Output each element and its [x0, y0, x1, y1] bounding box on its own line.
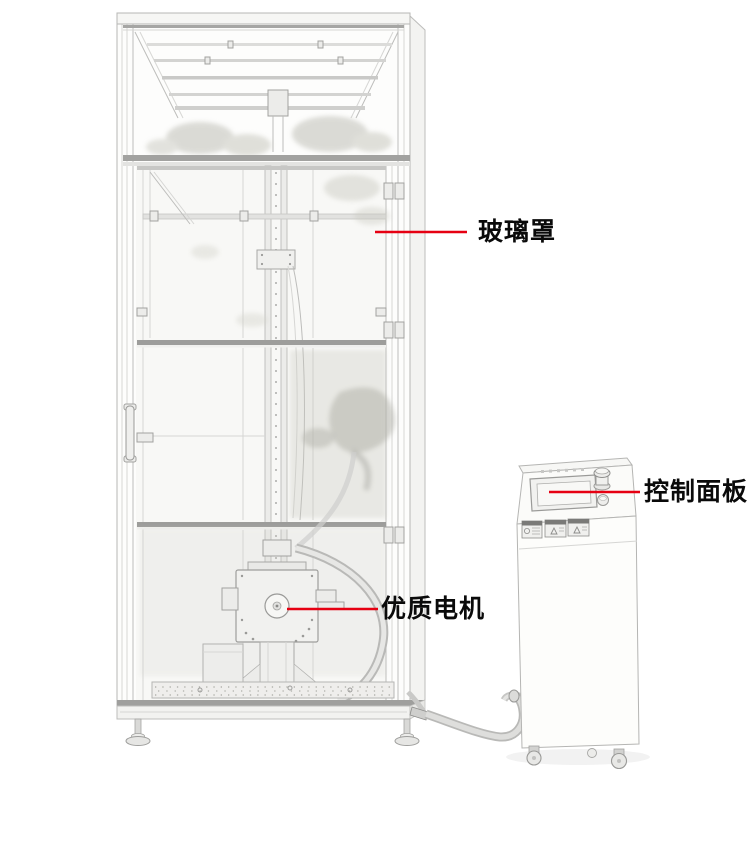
label-quality-motor: 优质电机 — [381, 594, 486, 623]
lower-door-section — [140, 451, 395, 705]
middle-door-section — [123, 348, 395, 520]
roof-frame — [123, 31, 410, 166]
background-trees — [146, 116, 392, 156]
connecting-cable — [406, 689, 534, 742]
leveling-foot-left — [125, 718, 151, 746]
cabinet-base — [116, 699, 426, 746]
control-cabinet — [506, 457, 650, 770]
leveling-foot-right — [394, 718, 420, 746]
label-control-panel: 控制面板 — [644, 477, 749, 506]
door-hinges — [383, 182, 405, 544]
caster-wheels — [526, 745, 628, 770]
door-handle — [123, 403, 137, 463]
warning-stickers — [521, 518, 590, 539]
glass-cabinet — [116, 12, 426, 746]
control-knob[interactable] — [597, 494, 609, 506]
emergency-stop-button[interactable] — [593, 467, 611, 491]
motor-assembly — [221, 539, 345, 685]
base-platform — [151, 681, 395, 699]
brand-marks — [541, 468, 584, 473]
leader-lines — [287, 230, 640, 611]
label-glass-cover: 玻璃罩 — [478, 217, 557, 246]
